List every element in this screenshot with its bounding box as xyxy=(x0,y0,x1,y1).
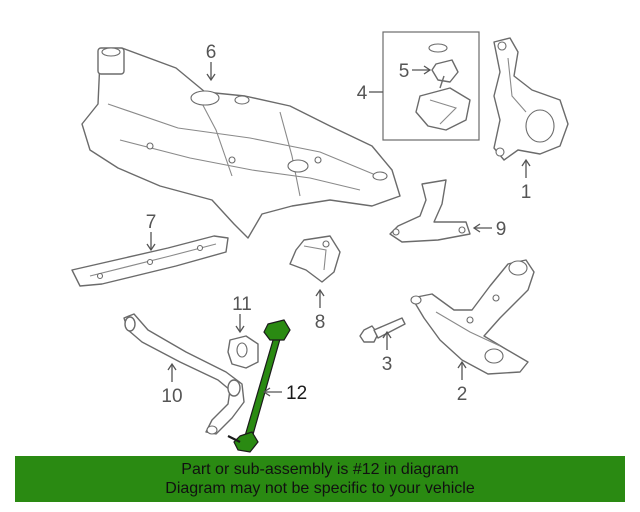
part-2-lower-control-arm[interactable] xyxy=(410,259,535,375)
callout-1: 1 xyxy=(521,182,532,203)
callout-10: 10 xyxy=(161,386,182,407)
part-1-steering-knuckle[interactable] xyxy=(493,37,569,161)
part-8-mount-bracket[interactable] xyxy=(289,235,341,283)
notice-banner: Part or sub-assembly is #12 in diagram D… xyxy=(15,456,625,502)
callout-2: 2 xyxy=(457,384,468,405)
part-6-subframe[interactable] xyxy=(81,47,401,239)
part-4-ball-joint-group[interactable] xyxy=(382,31,480,141)
callout-4: 4 xyxy=(357,83,368,104)
part-5-nut[interactable] xyxy=(431,59,459,83)
part-10-stabilizer-bar[interactable] xyxy=(123,313,245,435)
exploded-parts-diagram: 6 4 5 1 9 7 8 11 3 2 10 12 xyxy=(71,31,569,453)
banner-line-1: Part or sub-assembly is #12 in diagram xyxy=(181,461,459,478)
banner-line-2: Diagram may not be specific to your vehi… xyxy=(165,480,475,497)
callout-8: 8 xyxy=(315,312,326,333)
callout-leaders xyxy=(146,62,531,397)
callout-3: 3 xyxy=(382,354,393,375)
part-9-bracket[interactable] xyxy=(389,179,471,243)
callout-7: 7 xyxy=(146,212,157,233)
callout-11: 11 xyxy=(232,294,252,315)
part-3-bolt[interactable] xyxy=(359,317,406,343)
callout-5: 5 xyxy=(399,61,410,82)
callout-6: 6 xyxy=(206,42,217,63)
callout-9: 9 xyxy=(496,219,507,240)
part-7-reinforcement[interactable] xyxy=(71,235,229,287)
part-12-stabilizer-link[interactable] xyxy=(227,319,291,453)
part-11-bushing[interactable] xyxy=(227,335,259,369)
callout-12: 12 xyxy=(286,383,307,404)
